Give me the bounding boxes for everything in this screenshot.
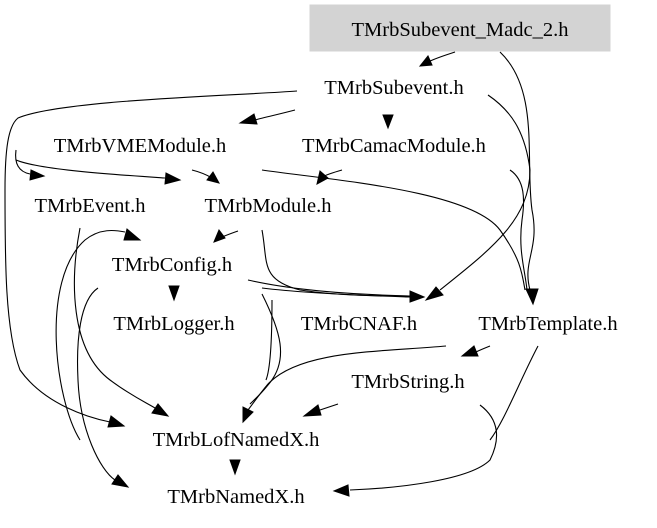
edge-vmemodule-template — [261, 169, 526, 291]
node-string[interactable]: TMrbString.h — [351, 371, 464, 393]
node-namedx[interactable]: TMrbNamedX.h — [167, 486, 304, 508]
edges — [4, 51, 539, 497]
arrowhead-config-logger — [168, 285, 180, 302]
node-logger[interactable]: TMrbLogger.h — [113, 313, 234, 335]
edge-event-lofnamedx — [73, 227, 156, 409]
arrowhead-subevent-lofnamedx — [107, 415, 126, 428]
node-vmemodule[interactable]: TMrbVMEModule.h — [54, 135, 227, 157]
edge-madc-template — [499, 51, 535, 291]
node-cnaf[interactable]: TMrbCNAF.h — [301, 313, 417, 335]
edge-template-lofnamedx — [247, 345, 447, 411]
node-module[interactable]: TMrbModule.h — [205, 195, 332, 217]
edge-madc-subevent — [427, 51, 456, 63]
arrowhead-subevent-cnaf — [424, 286, 444, 301]
edge-subevent-cnaf — [439, 94, 531, 291]
node-event[interactable]: TMrbEvent.h — [34, 195, 145, 217]
node-subevent[interactable]: TMrbSubevent.h — [324, 77, 464, 99]
edge-vmemodule-module — [15, 159, 166, 179]
arrowhead-template-lofnamedx — [242, 406, 254, 424]
edge-string-lofnamedx — [319, 403, 339, 411]
arrowhead-event-config — [123, 228, 142, 241]
edge-config-namedx — [77, 287, 116, 481]
arrowhead-module-cnaf — [409, 290, 426, 303]
arrowhead-module-config — [213, 229, 226, 243]
edge-module-cnaf — [261, 229, 411, 297]
edge-vmemodule-event — [15, 149, 31, 175]
arrowhead-vmemodule-module-2 — [206, 171, 220, 184]
arrowhead-vmemodule-module — [164, 172, 182, 185]
arrowhead-string-lofnamedx — [302, 404, 322, 417]
edge-module-config — [221, 230, 239, 238]
edge-subevent-left — [4, 90, 298, 423]
node-template[interactable]: TMrbTemplate.h — [478, 313, 617, 335]
arrowhead-template-string — [460, 345, 479, 357]
edge-config-cnaf — [247, 279, 411, 297]
arrowhead-camacmodule-module — [316, 170, 329, 185]
edge-config-template — [261, 287, 411, 298]
edge-cnaf-lofnamedx — [265, 299, 273, 381]
arrowhead-event-lofnamedx — [151, 403, 170, 417]
arrowhead-madc-template — [525, 288, 539, 306]
arrowhead-subevent-camacmodule — [382, 114, 394, 130]
arrowhead-madc-subevent — [418, 55, 433, 67]
edge-subevent-vmemodule — [254, 109, 296, 121]
edge-camacmodule-template — [509, 169, 528, 291]
arrowhead-string-namedx — [332, 484, 350, 497]
arrowhead-config-namedx — [111, 474, 130, 488]
node-config[interactable]: TMrbConfig.h — [112, 254, 232, 276]
nodes: TMrbSubevent_Madc_2.h TMrbSubevent.h TMr… — [34, 19, 617, 508]
root-node-box — [309, 4, 611, 52]
arrowhead-lofnamedx-namedx — [229, 459, 241, 476]
arrowhead-subevent-vmemodule — [238, 113, 258, 125]
edge-string-namedx — [349, 404, 498, 491]
node-camacmodule[interactable]: TMrbCamacModule.h — [302, 135, 486, 157]
edge-event-config-loop — [55, 229, 126, 441]
node-lofnamedx[interactable]: TMrbLofNamedX.h — [153, 429, 320, 451]
arrowhead-vmemodule-event — [29, 169, 46, 181]
node-madc[interactable]: TMrbSubevent_Madc_2.h — [352, 19, 569, 41]
edge-template-string — [475, 345, 491, 353]
edge-template-namedx — [489, 345, 539, 441]
